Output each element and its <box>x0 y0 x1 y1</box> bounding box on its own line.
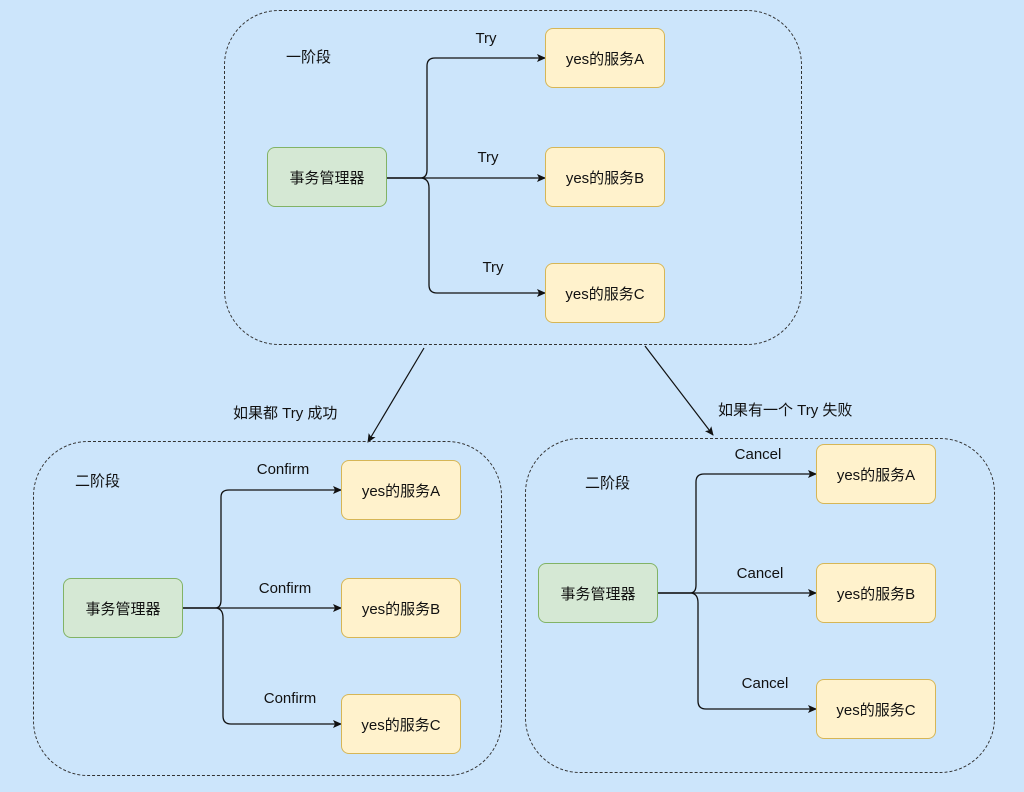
edge-label-confirm-b: Confirm <box>258 580 312 597</box>
transition-failure-label: 如果有一个 Try 失败 <box>718 402 853 419</box>
phase1-service-c[interactable]: yes的服务C <box>545 263 665 323</box>
manager-label: 事务管理器 <box>560 585 636 603</box>
edge-label-confirm-c: Confirm <box>263 690 317 707</box>
edge-label-try-a: Try <box>475 30 497 47</box>
edge-label-cancel-b: Cancel <box>736 565 784 582</box>
service-label: yes的服务C <box>361 716 441 734</box>
phase2-confirm-group <box>33 441 502 776</box>
edge-failure <box>644 345 714 436</box>
service-label: yes的服务A <box>836 466 916 484</box>
transition-success-label: 如果都 Try 成功 <box>233 405 338 422</box>
service-label: yes的服务A <box>565 50 645 68</box>
phase2-cancel-group <box>525 438 995 773</box>
phase2-cancel-transaction-manager[interactable]: 事务管理器 <box>538 563 658 623</box>
phase2-cancel-service-c[interactable]: yes的服务C <box>816 679 936 739</box>
phase1-edges <box>387 54 546 297</box>
service-label: yes的服务B <box>836 585 916 603</box>
phase1-service-b[interactable]: yes的服务B <box>545 147 665 207</box>
manager-label: 事务管理器 <box>85 600 161 618</box>
transition-edges <box>367 345 714 443</box>
phase1-service-a[interactable]: yes的服务A <box>545 28 665 88</box>
cancel-edges <box>658 470 817 713</box>
edge-success <box>367 347 425 443</box>
edge-try-c <box>387 177 546 297</box>
phase1-group <box>224 10 802 345</box>
edge-label-try-c: Try <box>482 259 504 276</box>
phase2-confirm-service-a[interactable]: yes的服务A <box>341 460 461 520</box>
edge-label-cancel-a: Cancel <box>734 446 782 463</box>
service-label: yes的服务B <box>361 600 441 618</box>
service-label: yes的服务C <box>565 285 645 303</box>
manager-label: 事务管理器 <box>289 169 365 187</box>
phase1-transaction-manager[interactable]: 事务管理器 <box>267 147 387 207</box>
phase1-title: 一阶段 <box>286 49 332 66</box>
confirm-edges <box>183 486 342 728</box>
edge-label-confirm-a: Confirm <box>256 461 310 478</box>
edge-confirm-c <box>183 607 342 728</box>
phase2-confirm-transaction-manager[interactable]: 事务管理器 <box>63 578 183 638</box>
edge-label-try-b: Try <box>477 149 499 166</box>
phase2-confirm-service-c[interactable]: yes的服务C <box>341 694 461 754</box>
service-label: yes的服务A <box>361 482 441 500</box>
edge-label-cancel-c: Cancel <box>741 675 789 692</box>
phase2-cancel-service-a[interactable]: yes的服务A <box>816 444 936 504</box>
service-label: yes的服务B <box>565 169 645 187</box>
phase2-confirm-title: 二阶段 <box>75 473 121 490</box>
phase2-cancel-service-b[interactable]: yes的服务B <box>816 563 936 623</box>
edge-cancel-c <box>658 592 817 713</box>
phase2-confirm-service-b[interactable]: yes的服务B <box>341 578 461 638</box>
service-label: yes的服务C <box>836 701 916 719</box>
phase2-cancel-title: 二阶段 <box>585 475 631 492</box>
